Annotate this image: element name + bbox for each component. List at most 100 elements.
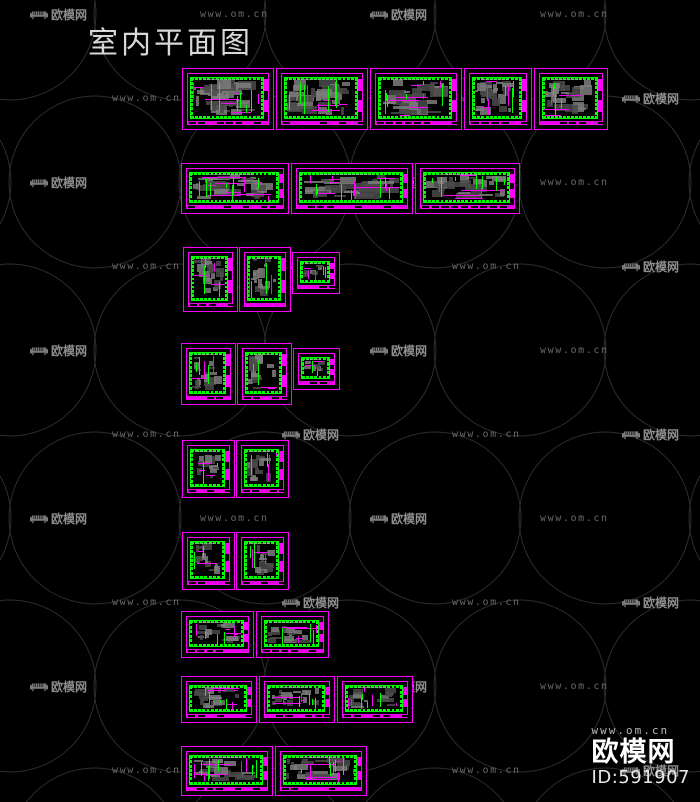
sheet-plan-graphic <box>418 166 517 211</box>
sheet-plan-graphic <box>186 250 235 309</box>
sheet-plan-graphic <box>184 166 286 211</box>
watermark-logo-text: 欧模网 <box>391 344 428 358</box>
watermark-url: www.om.cn <box>452 765 521 776</box>
sheet-plan-graphic <box>373 71 459 127</box>
drawing-sheet[interactable] <box>182 68 274 130</box>
drawing-sheet[interactable] <box>534 68 608 130</box>
sheet-plan-graphic <box>185 443 232 495</box>
sheet-plan-graphic <box>185 535 232 587</box>
watermark-logo: 欧模网 <box>622 90 679 107</box>
brand-id: ID:591907 <box>591 767 690 788</box>
sheet-plan-graphic <box>295 255 337 291</box>
drawing-sheet[interactable] <box>181 676 257 723</box>
watermark-url: www.om.cn <box>452 261 521 272</box>
sheet-plan-graphic <box>467 71 529 127</box>
watermark-logo-text: 欧模网 <box>643 92 680 106</box>
drawing-sheet[interactable] <box>259 676 335 723</box>
watermark-url: www.om.cn <box>112 597 181 608</box>
sheet-plan-graphic <box>184 749 270 793</box>
watermark-logo: 欧模网 <box>622 258 679 275</box>
watermark-logo: 欧模网 <box>282 594 339 611</box>
sheet-plan-graphic <box>184 679 254 720</box>
sofa-icon <box>30 10 48 19</box>
watermark-logo-text: 欧模网 <box>51 8 88 22</box>
drawing-sheet[interactable] <box>276 68 368 130</box>
watermark-logo-text: 欧模网 <box>391 512 428 526</box>
drawing-sheet[interactable] <box>181 746 273 796</box>
brand-watermark: www.om.cn 欧模网 ID:591907 <box>592 724 690 788</box>
watermark-logo: 欧模网 <box>370 342 427 359</box>
watermark-logo-text: 欧模网 <box>643 260 680 274</box>
sheet-plan-graphic <box>262 679 332 720</box>
sofa-icon <box>30 178 48 187</box>
sheet-plan-graphic <box>242 250 288 309</box>
watermark-logo: 欧模网 <box>622 426 679 443</box>
drawing-sheet[interactable] <box>464 68 532 130</box>
drawing-sheet[interactable] <box>182 440 235 498</box>
sofa-icon <box>622 430 640 439</box>
drawing-sheet[interactable] <box>237 343 292 405</box>
sheet-plan-graphic <box>340 679 410 720</box>
watermark-logo-text: 欧模网 <box>643 596 680 610</box>
drawing-sheet[interactable] <box>337 676 413 723</box>
sheet-plan-graphic <box>259 614 326 655</box>
sheet-plan-graphic <box>278 749 364 793</box>
watermark-url: www.om.cn <box>540 177 609 188</box>
sheet-plan-graphic <box>184 614 251 655</box>
watermark-logo-text: 欧模网 <box>51 512 88 526</box>
sofa-icon <box>622 598 640 607</box>
sofa-icon <box>282 598 300 607</box>
drawing-sheet[interactable] <box>236 440 289 498</box>
drawing-sheet[interactable] <box>183 247 238 312</box>
sheet-plan-graphic <box>294 166 410 211</box>
watermark-url: www.om.cn <box>112 93 181 104</box>
drawing-sheet[interactable] <box>236 532 289 590</box>
sheet-plan-graphic <box>185 71 271 127</box>
watermark-logo: 欧模网 <box>370 6 427 23</box>
watermark-logo: 欧模网 <box>622 594 679 611</box>
watermark-logo: 欧模网 <box>30 342 87 359</box>
watermark-url: www.om.cn <box>112 429 181 440</box>
drawing-sheet[interactable] <box>239 247 291 312</box>
watermark-url: www.om.cn <box>112 765 181 776</box>
drawing-sheet[interactable] <box>292 252 340 294</box>
sofa-icon <box>370 514 388 523</box>
watermark-logo-text: 欧模网 <box>303 428 340 442</box>
sheet-plan-graphic <box>240 346 289 402</box>
drawing-sheet[interactable] <box>293 348 340 390</box>
sofa-icon <box>30 682 48 691</box>
drawing-sheet[interactable] <box>181 163 289 214</box>
drawing-sheet[interactable] <box>275 746 367 796</box>
sheet-plan-graphic <box>239 535 286 587</box>
sofa-icon <box>622 94 640 103</box>
sheet-plan-graphic <box>537 71 605 127</box>
watermark-url: www.om.cn <box>540 681 609 692</box>
sheet-plan-graphic <box>239 443 286 495</box>
drawing-sheet[interactable] <box>370 68 462 130</box>
watermark-logo: 欧模网 <box>30 6 87 23</box>
drawing-sheet[interactable] <box>181 611 254 658</box>
drawing-sheet[interactable] <box>415 163 520 214</box>
watermark-url: www.om.cn <box>200 513 269 524</box>
sheet-plan-graphic <box>279 71 365 127</box>
brand-name: 欧模网 <box>591 736 676 768</box>
watermark-logo: 欧模网 <box>282 426 339 443</box>
watermark-logo: 欧模网 <box>370 510 427 527</box>
watermark-logo-text: 欧模网 <box>303 596 340 610</box>
watermark-logo-text: 欧模网 <box>391 8 428 22</box>
sofa-icon <box>622 262 640 271</box>
watermark-url: www.om.cn <box>452 429 521 440</box>
sofa-icon <box>30 514 48 523</box>
watermark-url: www.om.cn <box>540 9 609 20</box>
drawing-sheet[interactable] <box>182 532 235 590</box>
drawing-sheet[interactable] <box>291 163 413 214</box>
watermark-logo-text: 欧模网 <box>51 176 88 190</box>
drawing-sheet[interactable] <box>181 343 236 405</box>
watermark-url: www.om.cn <box>540 345 609 356</box>
watermark-url: www.om.cn <box>112 261 181 272</box>
drawing-sheet[interactable] <box>256 611 329 658</box>
watermark-logo-text: 欧模网 <box>51 344 88 358</box>
sofa-icon <box>370 346 388 355</box>
sofa-icon <box>370 10 388 19</box>
